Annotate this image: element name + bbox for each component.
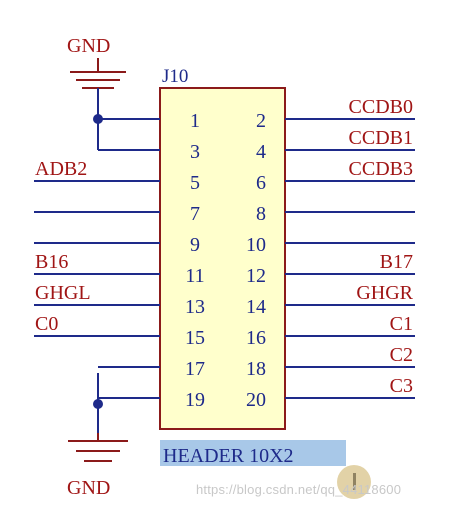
net-label-right-ccdb3: CCDB3: [349, 158, 413, 180]
net-label-left-adb2: ADB2: [35, 158, 87, 180]
pin-number-9: 9: [190, 234, 200, 256]
pin-number-1: 1: [190, 110, 200, 132]
pin-number-7: 7: [190, 203, 200, 225]
header-body: [159, 87, 286, 430]
gnd-symbol-top: [70, 58, 126, 89]
pin-number-14: 14: [246, 296, 266, 318]
net-label-right-c2: C2: [390, 344, 413, 366]
gnd-label-top: GND: [67, 35, 110, 57]
part-name-highlight: [160, 440, 346, 466]
part-name: HEADER 10X2: [163, 445, 294, 467]
gnd-symbol-bottom: [68, 433, 128, 462]
pin-number-17: 17: [185, 358, 205, 380]
pin-number-11: 11: [185, 265, 204, 287]
pin-number-10: 10: [246, 234, 266, 256]
pin-number-2: 2: [256, 110, 266, 132]
pin-number-6: 6: [256, 172, 266, 194]
designator: J10: [162, 66, 188, 87]
pin-number-18: 18: [246, 358, 266, 380]
pin-number-16: 16: [246, 327, 266, 349]
pin-number-12: 12: [246, 265, 266, 287]
gnd-label-bottom: GND: [67, 477, 110, 499]
net-label-left-ghgl: GHGL: [35, 282, 91, 304]
net-label-right-ccdb0: CCDB0: [349, 96, 413, 118]
watermark-text: https://blog.csdn.net/qq_44118600: [196, 482, 402, 497]
net-label-left-b16: B16: [35, 251, 68, 273]
pin-number-5: 5: [190, 172, 200, 194]
pin-number-19: 19: [185, 389, 205, 411]
pin-number-8: 8: [256, 203, 266, 225]
net-label-right-ghgr: GHGR: [356, 282, 413, 304]
pin-number-3: 3: [190, 141, 200, 163]
pin-number-13: 13: [185, 296, 205, 318]
net-label-right-c1: C1: [390, 313, 413, 335]
net-label-right-b17: B17: [380, 251, 413, 273]
net-label-right-ccdb1: CCDB1: [349, 127, 413, 149]
net-label-right-c3: C3: [390, 375, 413, 397]
pin-number-4: 4: [256, 141, 266, 163]
watermark-badge-icon: [337, 465, 371, 499]
net-label-left-c0: C0: [35, 313, 58, 335]
pin-number-20: 20: [246, 389, 266, 411]
pin-number-15: 15: [185, 327, 205, 349]
junction-bottom: [93, 399, 103, 409]
